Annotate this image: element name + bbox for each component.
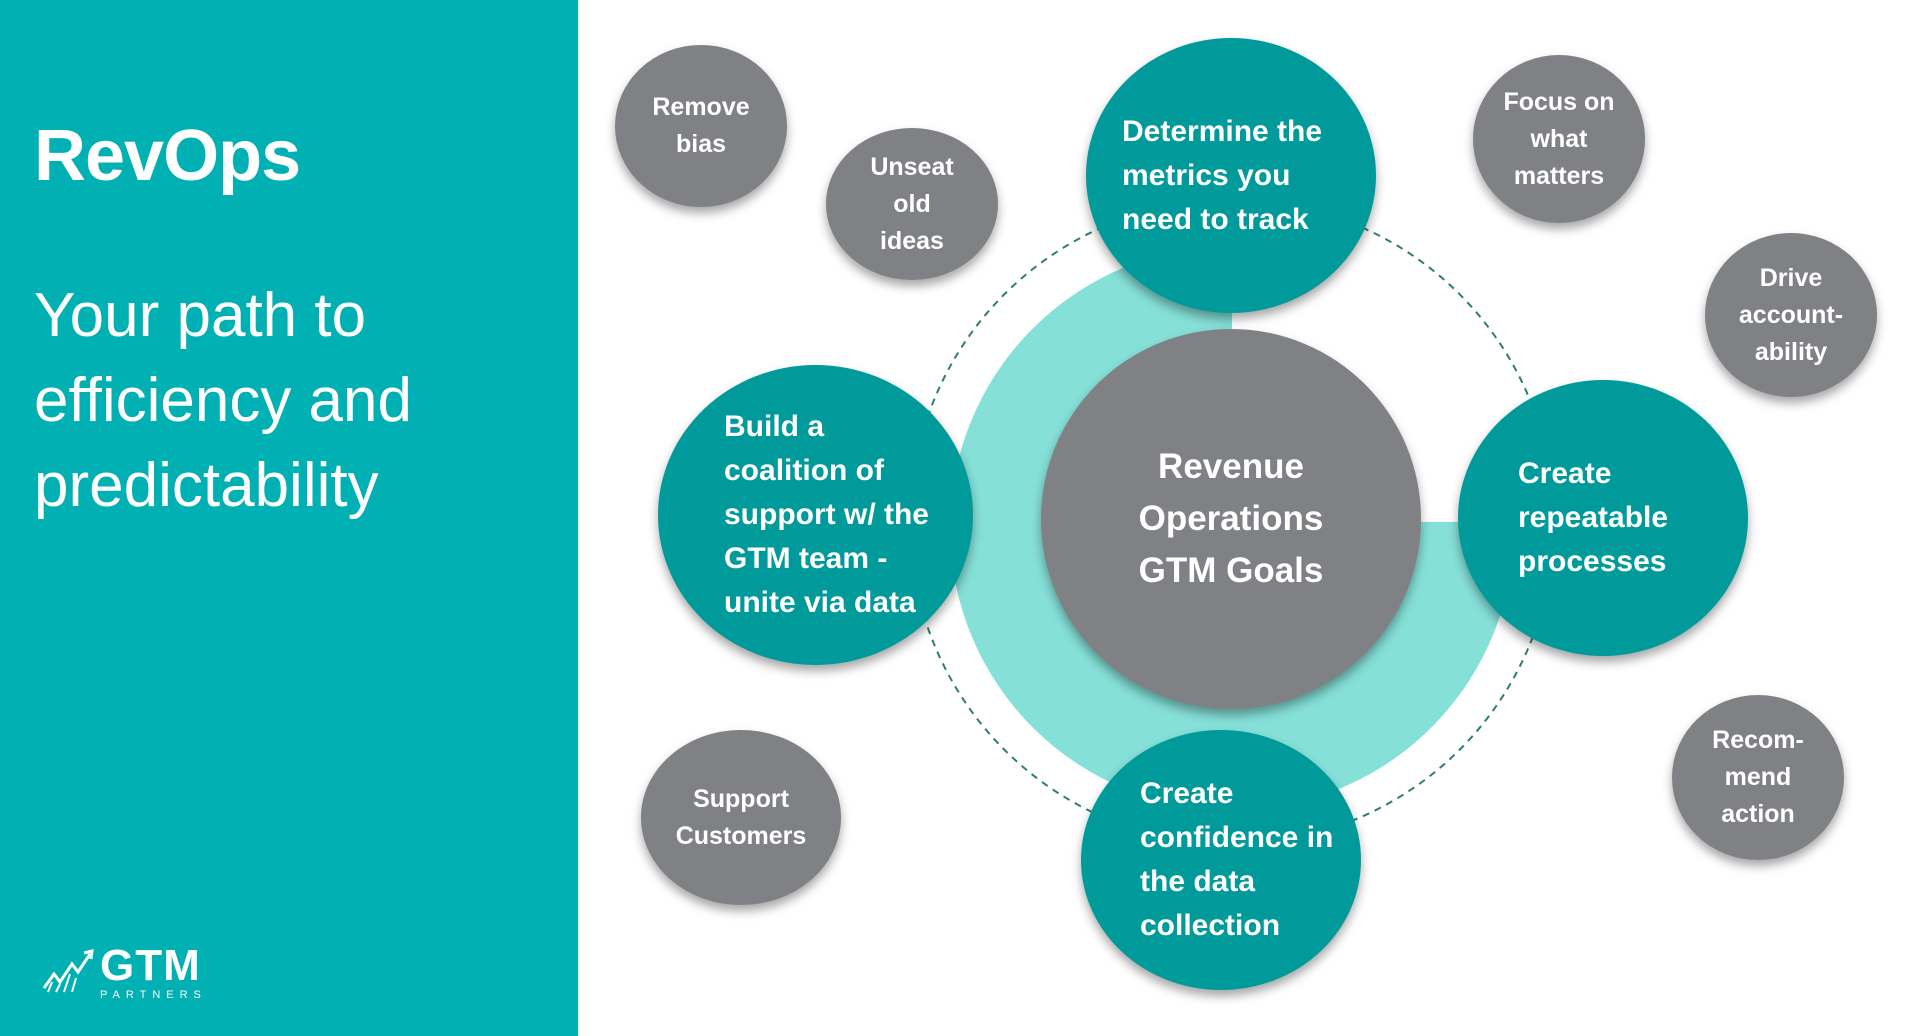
- growth-chart-icon: [42, 949, 94, 993]
- gtm-partners-logo: GTM PARTNERS: [42, 944, 222, 1004]
- goal-label-metrics: Determine the metrics you need to track: [1122, 114, 1323, 236]
- logo-wordmark: GTM: [100, 941, 201, 990]
- left-panel: RevOps Your path to efficiency and predi…: [0, 0, 578, 1036]
- outcome-focus: Focus on what matters: [1473, 55, 1645, 223]
- outcome-remove-bias: Remove bias: [615, 45, 787, 207]
- outcome-unseat-ideas: Unseat old ideas: [826, 128, 998, 280]
- revops-goals-diagram: Revenue Operations GTM Goals Determine t…: [578, 0, 1918, 1036]
- page-title: RevOps: [34, 116, 301, 196]
- outcome-label-recommend: Recom- mend action: [1712, 726, 1804, 828]
- outcome-label-remove-bias: Remove bias: [652, 93, 750, 158]
- goal-circle-metrics: Determine the metrics you need to track: [1086, 38, 1376, 313]
- logo-tagline: PARTNERS: [100, 989, 207, 1001]
- outcome-recommend: Recom- mend action: [1672, 695, 1844, 860]
- outcome-accountability: Drive account- ability: [1705, 233, 1877, 397]
- outcome-label-accountability: Drive account- ability: [1738, 263, 1844, 366]
- goal-label-processes: Create repeatable processes: [1518, 457, 1669, 578]
- goal-label-coalition: Build a coalition of support w/ the GTM …: [724, 410, 929, 619]
- goal-circle-processes: Create repeatable processes: [1458, 380, 1748, 656]
- outcome-label-unseat-ideas: Unseat old ideas: [870, 152, 954, 255]
- goal-label-confidence: Create confidence in the data collection: [1140, 777, 1334, 942]
- center-goals-label: Revenue Operations GTM Goals: [1138, 447, 1324, 590]
- goal-circle-coalition: Build a coalition of support w/ the GTM …: [658, 365, 973, 665]
- outcome-label-support-customers: Support Customers: [675, 784, 807, 850]
- page-subtitle: Your path to efficiency and predictabili…: [34, 281, 412, 520]
- outcome-support-customers: Support Customers: [641, 730, 841, 905]
- outcome-label-focus: Focus on what matters: [1503, 87, 1615, 190]
- goal-circle-confidence: Create confidence in the data collection: [1081, 730, 1361, 990]
- center-goals-circle: Revenue Operations GTM Goals: [1041, 329, 1421, 709]
